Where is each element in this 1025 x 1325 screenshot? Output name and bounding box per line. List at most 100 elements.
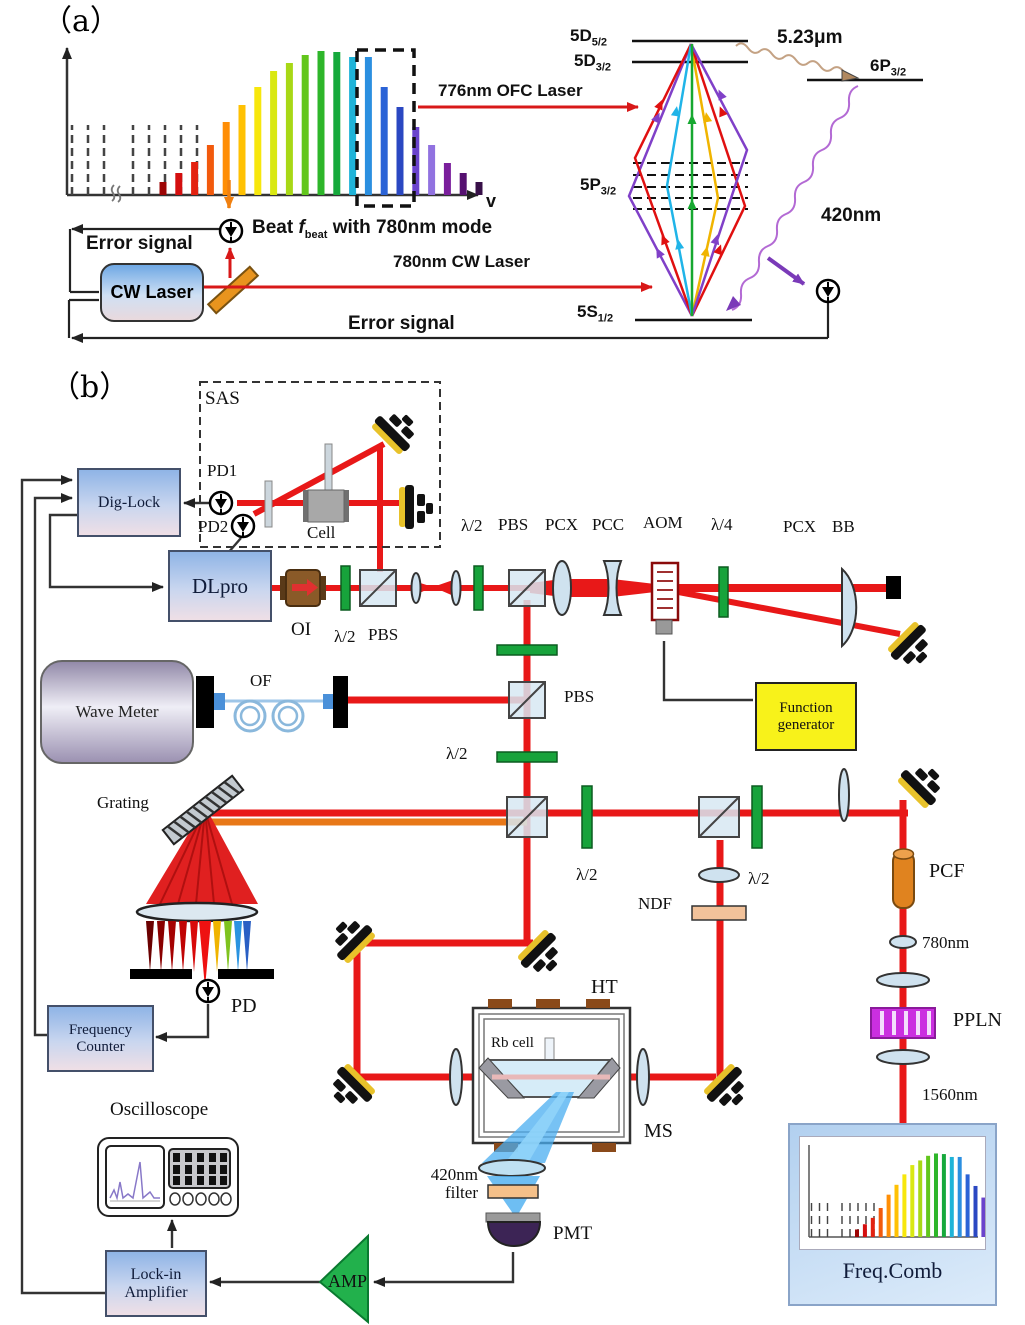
fluorescence-photodetector-icon: [815, 278, 841, 304]
lens: [876, 1049, 930, 1065]
freq-comb-box: Freq.Comb: [788, 1123, 997, 1306]
pd-label: PD: [231, 995, 257, 1017]
aom: [650, 561, 680, 635]
780nm-label: 780nm: [922, 933, 970, 952]
pbs-cubes: [359, 569, 740, 838]
panel-a: [62, 39, 923, 343]
wave-meter-box: Wave Meter: [40, 660, 194, 764]
half-wave-label: λ/2: [576, 865, 598, 884]
amplifier: [318, 1233, 369, 1325]
mirror-icon: [701, 1061, 757, 1117]
pmt-label: PMT: [553, 1223, 593, 1244]
ht-label: HT: [591, 976, 618, 998]
ms-label: MS: [644, 1120, 673, 1142]
cw-laser-box: CW Laser: [100, 263, 204, 322]
fluorescence-detection: [478, 1092, 574, 1247]
pcf-fiber: [892, 851, 915, 909]
half-waveplate: [581, 785, 593, 849]
ir-wavelength-label: 5.23μm: [777, 27, 843, 48]
oi-label: OI: [291, 619, 312, 640]
beat-label: Beat fbeat with 780nm mode: [252, 217, 493, 241]
half-wave-label: λ/2: [446, 744, 468, 763]
pbs-cube: [508, 569, 546, 607]
ppln-label: PPLN: [953, 1009, 1002, 1031]
pbs-cube: [698, 796, 740, 838]
half-waveplate: [496, 644, 558, 656]
error-signal-bottom: Error signal: [348, 313, 455, 334]
pcx-lens: [841, 566, 858, 649]
aom-label: AOM: [643, 513, 683, 532]
comb-780nm-mode-box: [355, 48, 416, 208]
mirror-icon: [885, 619, 941, 675]
beam-block: [886, 576, 901, 599]
pbs-cube: [359, 569, 397, 607]
error-signal-top: Error signal: [86, 233, 193, 254]
beat-section: [67, 180, 830, 343]
lens: [889, 935, 917, 949]
panel-b-tag: （b）: [50, 370, 130, 405]
cw-beams: [202, 102, 653, 315]
mirror-icon: [399, 485, 433, 529]
optical-isolator: [280, 569, 326, 607]
quarter-waveplate: [718, 566, 729, 618]
cell-stem: [544, 1037, 555, 1061]
half-waveplate: [473, 565, 484, 611]
ndf-label: NDF: [638, 894, 673, 913]
dig-lock-box: Dig-Lock: [77, 468, 181, 537]
lens: [838, 768, 850, 822]
lens: [698, 867, 740, 883]
grating-assembly: [130, 774, 274, 1004]
pbs-label: PBS: [498, 515, 529, 534]
420nm-filter: [487, 1184, 539, 1199]
level-6p32: 6P3/2: [870, 56, 907, 79]
grating: [161, 774, 245, 846]
panel-a-tag: （a）: [42, 4, 120, 39]
collection-lens: [478, 1159, 546, 1177]
dispersed-orders: [146, 921, 251, 988]
lenses: [410, 560, 930, 1106]
amp-label: AMP: [328, 1271, 368, 1291]
beat-photodetector-icon: [218, 218, 244, 244]
pmt-tube: [486, 1221, 542, 1247]
pcf-label: PCF: [929, 860, 965, 882]
rb-cell-label: Rb cell: [491, 1035, 534, 1051]
aom-rf-port: [655, 619, 673, 635]
slit-right: [218, 969, 274, 979]
glass-plate: [324, 443, 333, 491]
slit-left: [130, 969, 192, 979]
pd-photodetector-icon: [195, 978, 221, 1004]
dlpro-box: DLpro: [168, 550, 272, 622]
comb-spectrum: [70, 51, 483, 195]
half-waveplate: [751, 785, 763, 849]
1560nm-label: 1560nm: [922, 1085, 978, 1104]
half-wave-label: λ/2: [748, 869, 770, 888]
transition-arrows: [627, 43, 749, 317]
decay-paths: [726, 42, 860, 311]
level-5p32: 5P3/2: [580, 175, 617, 198]
pcc-lens: [602, 560, 623, 616]
cw-beam-label: 780nm CW Laser: [393, 252, 530, 271]
pd1-label: PD1: [207, 461, 238, 480]
comb-inset: [799, 1136, 986, 1250]
ndf-filter: [691, 905, 747, 921]
half-wave-label: λ/2: [461, 516, 483, 535]
pbs-label: PBS: [564, 687, 595, 706]
pd2-photodetector-icon: [230, 513, 256, 539]
panel-b: [20, 381, 951, 1325]
lens: [410, 572, 422, 604]
half-waveplate: [340, 565, 351, 611]
quarter-wave-label: λ/4: [711, 515, 733, 534]
mirror-icon: [322, 1061, 378, 1117]
oscilloscope-label: Oscilloscope: [110, 1099, 209, 1120]
pbs-cube: [508, 681, 546, 719]
lens: [876, 972, 930, 988]
lens: [450, 570, 462, 606]
pcx-lens: [552, 560, 572, 616]
pickoff-beamsplitter: [206, 265, 260, 315]
sas-unit: [199, 381, 441, 548]
